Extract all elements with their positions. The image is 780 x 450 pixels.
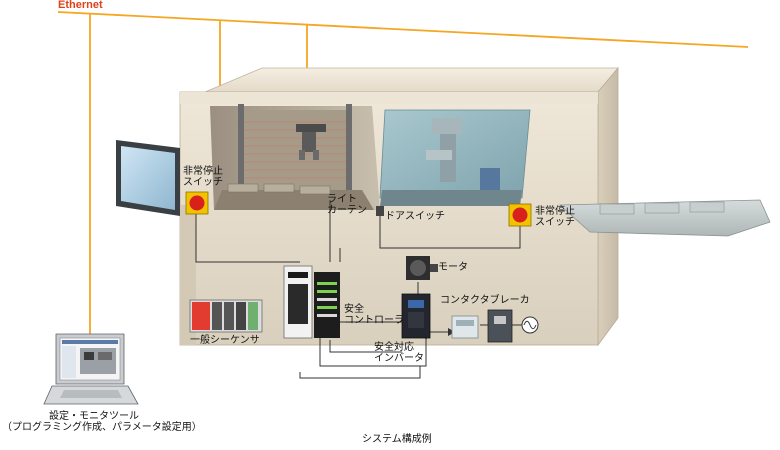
ethernet-backbone	[57, 11, 749, 48]
laptop-pc	[43, 333, 139, 405]
safety-inverter-device	[401, 293, 431, 339]
estop-left-button[interactable]	[189, 195, 205, 211]
left-pallets	[227, 183, 331, 195]
machine-top	[204, 67, 619, 93]
safety-controller-device	[283, 265, 340, 339]
estop-right-label: 非常停止 スイッチ	[535, 206, 575, 228]
estop-left[interactable]	[185, 191, 209, 215]
pc-tool-label: 設定・モニタツール （プログラミング作成、パラメータ設定用）	[2, 411, 202, 433]
motor-device	[406, 256, 438, 280]
hmi-screen	[121, 146, 175, 210]
contactor-device	[451, 315, 479, 339]
parts-stack	[480, 168, 500, 196]
door-switch-device	[376, 206, 384, 216]
robot-arm	[296, 124, 326, 160]
conveyor-trays	[599, 201, 725, 215]
breaker-device	[487, 309, 513, 343]
light-curtain-label: ライト カーテン	[327, 194, 367, 216]
ethernet-label: Ethernet	[58, 0, 103, 11]
door-switch-label: ドアスイッチ	[385, 211, 445, 222]
machine-front-upper	[180, 92, 598, 104]
right-cavity-floor	[380, 190, 522, 206]
motor-label: モータ	[438, 262, 468, 273]
figure-caption: システム構成例	[362, 434, 432, 445]
hmi-monitor	[116, 140, 180, 216]
general-sequencer-device	[189, 299, 263, 333]
left-cavity-floor	[214, 190, 374, 210]
estop-right-button[interactable]	[512, 207, 528, 223]
light-curtain-beams	[240, 121, 350, 179]
gantry	[426, 118, 462, 182]
contactor-breaker-label: コンタクタブレーカ	[440, 295, 530, 306]
safety-inverter-label: 安全対応 インバータ	[374, 342, 424, 364]
wiring	[195, 200, 522, 379]
ac-source-icon	[521, 316, 539, 334]
light-curtain-right-bar	[346, 104, 352, 196]
general-sequencer-label: 一般シーケンサ	[190, 335, 260, 346]
estop-right[interactable]	[508, 203, 532, 227]
estop-left-label: 非常停止 スイッチ	[183, 166, 223, 188]
light-curtain-left-bar	[238, 104, 244, 196]
safety-controller-label: 安全 コントローラ	[344, 304, 404, 326]
